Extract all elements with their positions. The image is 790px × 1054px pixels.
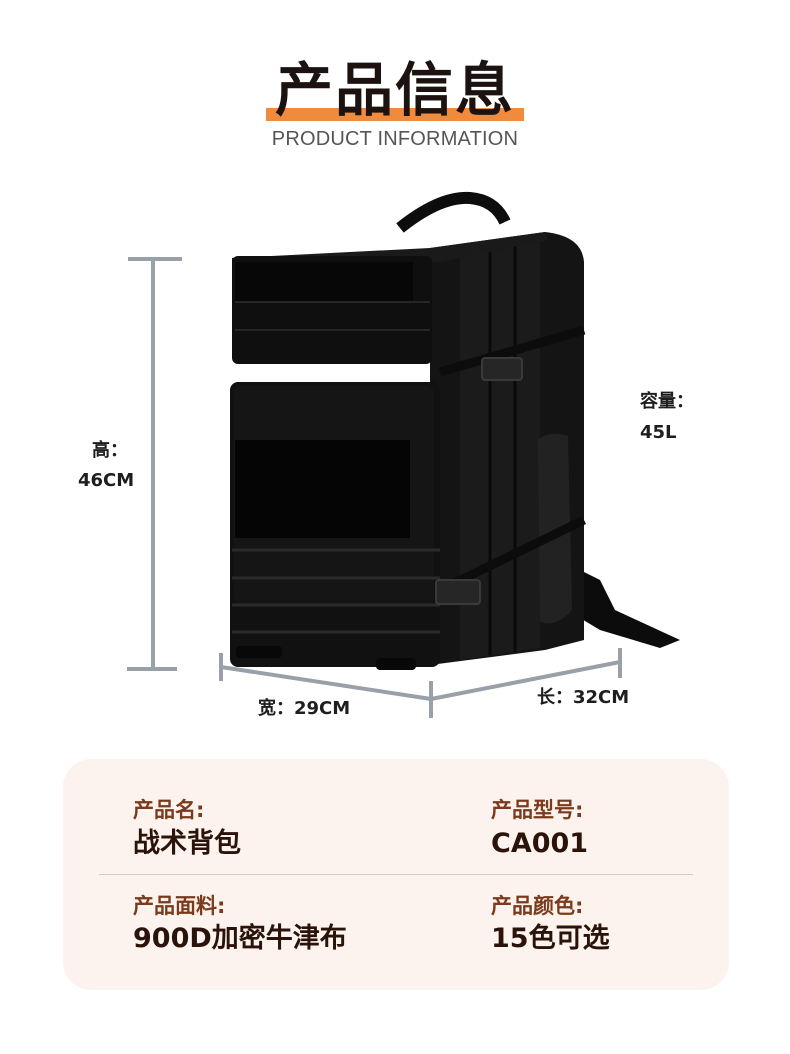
card-divider <box>99 874 693 875</box>
product-color-value: 15色可选 <box>491 923 610 954</box>
product-name-value: 战术背包 <box>133 828 241 859</box>
height-value: 46CM <box>78 470 135 491</box>
height-label: 高： <box>92 440 128 461</box>
product-color-label: 产品颜色: <box>491 894 584 918</box>
title-accent-bar <box>266 108 524 121</box>
backpack-icon <box>230 191 680 670</box>
length-label: 长：32CM <box>537 687 630 708</box>
product-spec-card: 产品名: 战术背包 产品型号: CA001 产品面料: 900D加密牛津布 产品… <box>63 759 729 990</box>
capacity-value: 45L <box>640 422 677 443</box>
product-model-value: CA001 <box>491 828 589 859</box>
width-label: 宽：29CM <box>258 698 351 719</box>
product-fabric-label: 产品面料: <box>133 894 226 918</box>
page-subtitle: PRODUCT INFORMATION <box>271 128 519 150</box>
backpack-dimension-diagram <box>127 191 680 718</box>
page-header: 产品信息 <box>0 55 790 125</box>
base-dimension-lines <box>219 648 622 718</box>
product-model-label: 产品型号: <box>491 798 584 822</box>
height-dimension-line <box>127 257 182 671</box>
product-name-label: 产品名: <box>133 798 205 822</box>
product-fabric-value: 900D加密牛津布 <box>133 923 347 954</box>
capacity-label: 容量： <box>640 391 694 412</box>
page-title: 产品信息 <box>274 56 515 124</box>
